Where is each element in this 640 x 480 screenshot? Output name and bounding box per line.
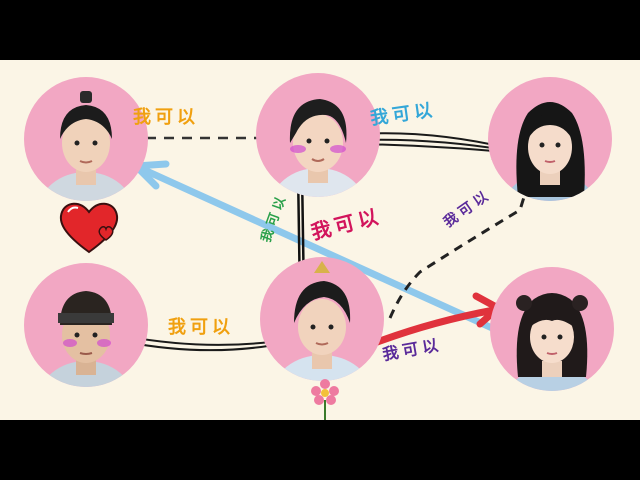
portrait-bottom-center xyxy=(260,257,384,381)
portrait-top-right xyxy=(488,77,612,201)
portrait-top-center xyxy=(256,73,380,197)
person-avatar xyxy=(41,291,131,387)
scribble-arrow-tr xyxy=(359,132,509,153)
heart-icon xyxy=(59,202,119,254)
label-top-left-arrow: 我可以 xyxy=(133,107,199,128)
red-arrow xyxy=(368,306,498,348)
person-avatar xyxy=(39,91,133,201)
portrait-bottom-left xyxy=(24,263,148,387)
label-bottom-left-arrow: 我可以 xyxy=(168,317,234,338)
flower-icon xyxy=(311,379,339,420)
person-avatar xyxy=(503,102,597,201)
dashed-curve-tr xyxy=(388,183,530,319)
portrait-top-left xyxy=(24,77,148,201)
blue-arrow xyxy=(136,164,496,332)
person-avatar xyxy=(275,261,369,381)
relationship-diagram: 我可以 我可以 我可以 我可以 我可以 我可以 我可以 xyxy=(0,60,640,420)
person-avatar xyxy=(271,99,365,197)
portrait-bottom-right xyxy=(490,267,614,391)
person-avatar xyxy=(507,293,597,391)
